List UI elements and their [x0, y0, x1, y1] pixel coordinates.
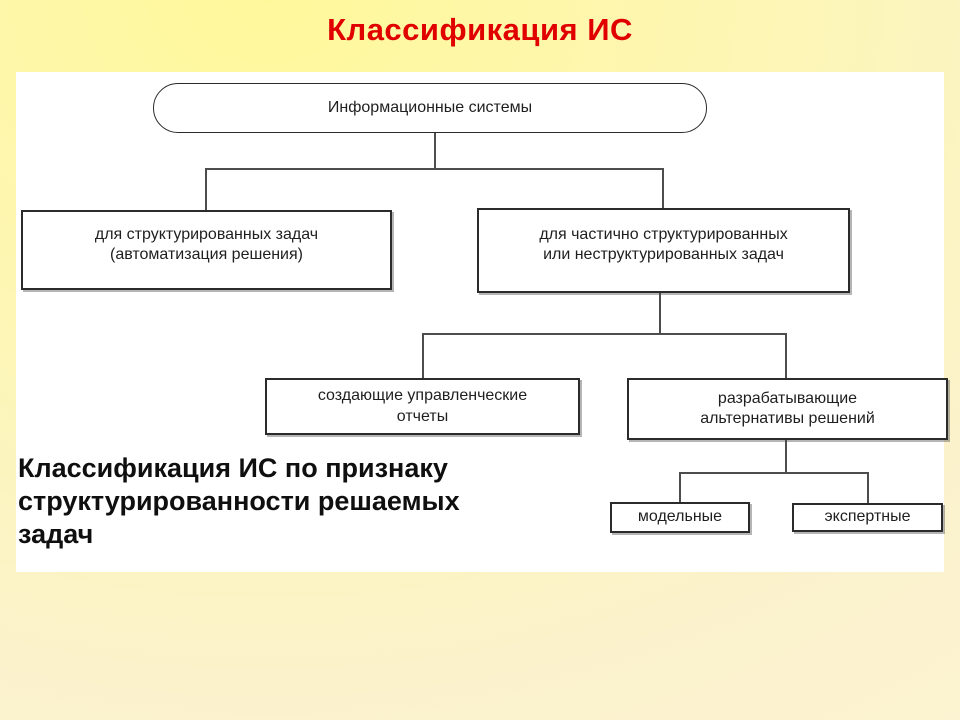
connector-level1-rail	[205, 168, 664, 170]
connector-semi-stem	[659, 293, 661, 333]
connector-semi-structured-stub	[662, 168, 664, 208]
node-management-reports: создающие управленческие отчеты	[265, 378, 580, 435]
connector-model-stub	[679, 472, 681, 502]
node-structured-tasks: для структурированных задач (автоматизац…	[21, 210, 392, 290]
connector-alternatives-stub	[785, 333, 787, 378]
node-information-systems: Информационные системы	[153, 83, 707, 133]
node-model-systems: модельные	[610, 502, 750, 533]
node-management-reports-line1: создающие управленческие	[317, 387, 528, 405]
node-information-systems-label: Информационные системы	[327, 98, 533, 116]
node-alternative-solutions: разрабатывающие альтернативы решений	[627, 378, 948, 440]
diagram-caption-line3: задач	[18, 518, 94, 549]
connector-alternatives-stem	[785, 440, 787, 472]
diagram-caption-line1: Классификация ИС по признаку	[18, 453, 448, 483]
node-management-reports-line2: отчеты	[396, 407, 449, 425]
node-expert-systems-label: экспертные	[824, 508, 911, 526]
node-expert-systems: экспертные	[792, 503, 943, 532]
diagram-caption-line2: структурированности решаемых	[18, 485, 460, 516]
slide-title: Классификация ИС	[327, 12, 633, 47]
node-semi-structured-tasks-line2: или неструктурированных задач	[543, 246, 784, 264]
connector-structured-stub	[205, 168, 207, 210]
diagram-caption: Классификация ИС по признаку структуриро…	[18, 452, 578, 551]
diagram-panel: Информационные системы для структурирова…	[16, 72, 948, 572]
node-structured-tasks-line2: (автоматизация решения)	[110, 246, 303, 264]
connector-level3-rail	[679, 472, 869, 474]
node-semi-structured-tasks-line1: для частично структурированных	[539, 226, 788, 243]
connector-level2-rail	[422, 333, 787, 335]
node-semi-structured-tasks: для частично структурированных или нестр…	[477, 208, 850, 293]
connector-root-stem	[434, 133, 436, 168]
connector-expert-stub	[867, 472, 869, 503]
node-structured-tasks-line1: для структурированных задач	[94, 226, 319, 243]
node-model-systems-label: модельные	[637, 508, 723, 526]
connector-reports-stub	[422, 333, 424, 378]
node-alternative-solutions-line1: разрабатывающие	[717, 389, 858, 407]
node-alternative-solutions-line2: альтернативы решений	[700, 410, 875, 427]
